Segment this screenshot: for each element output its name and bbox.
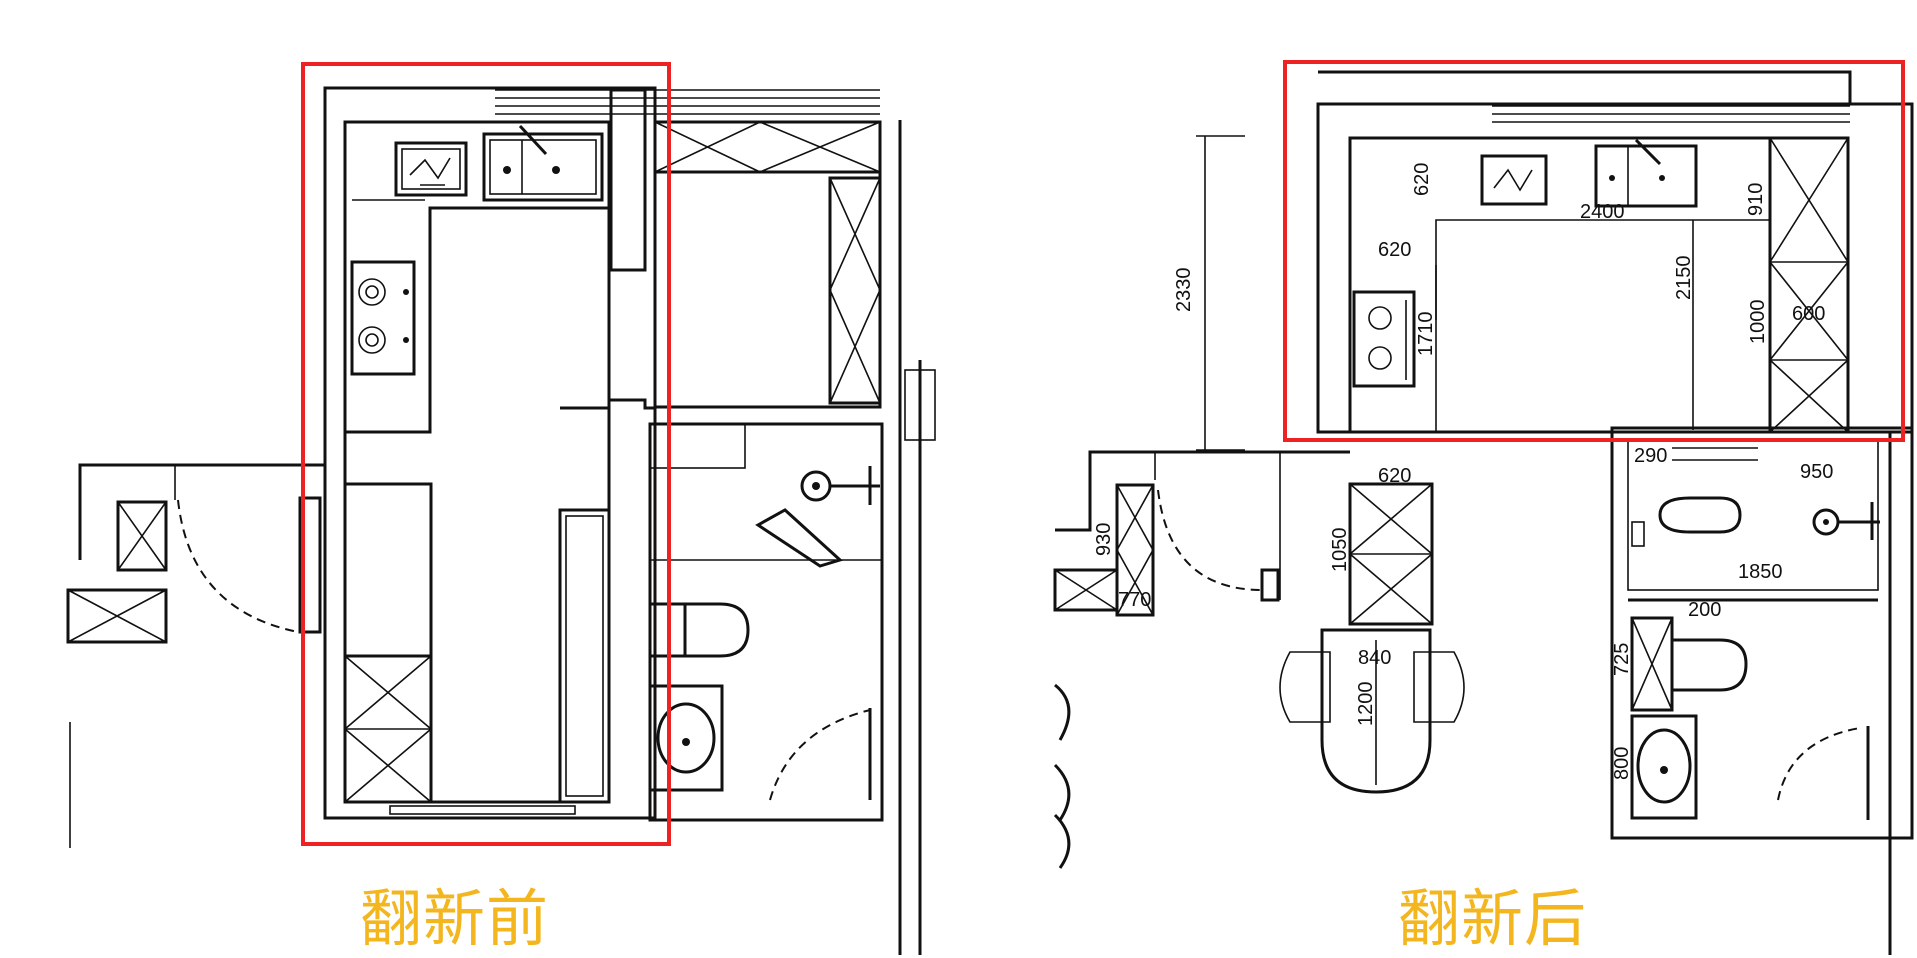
plan-after: 2330 620 620 620 2400 910 2150 1710 1000… (1053, 60, 1914, 955)
highlight-box-after (1283, 60, 1905, 442)
caption-before: 翻新前 (360, 882, 550, 955)
kitchen-inner-wall (343, 120, 611, 804)
dim-200: 200 (1688, 599, 1721, 621)
shower-icon (755, 466, 880, 568)
dim-290: 290 (1634, 445, 1667, 467)
dim-1000: 1000 (1747, 300, 1769, 345)
bathroom-after (1610, 426, 1914, 840)
dim-800: 800 (1611, 747, 1633, 780)
highlight-box-before (301, 62, 671, 846)
right-x-cabinets-after (1768, 136, 1850, 434)
dim-600: 600 (1792, 303, 1825, 325)
entry-door-swing-after (1157, 489, 1263, 591)
top-window-after (1492, 105, 1850, 123)
kitchen-outer-after (1316, 102, 1914, 434)
dim-2150: 2150 (1673, 256, 1695, 301)
kitchen-outer-wall (323, 86, 657, 820)
plan-before (66, 62, 936, 955)
shower-icon-after (1812, 502, 1880, 540)
dim-2330: 2330 (1173, 268, 1195, 313)
double-sink-icon-after (1594, 138, 1698, 208)
entry-door-swing (177, 499, 299, 633)
bath-door-swing-after (1777, 727, 1861, 801)
sliding-door (389, 805, 576, 815)
dim-770: 770 (1118, 589, 1151, 611)
sofa-arcs (1053, 683, 1071, 869)
top-window (495, 89, 880, 115)
top-dim-line (1318, 70, 1852, 104)
dining-table (1279, 628, 1465, 794)
stove-icon (350, 260, 416, 376)
squat-toilet-icon (1631, 496, 1742, 547)
dim-1200: 1200 (1355, 682, 1377, 727)
dim-910: 910 (1745, 183, 1767, 216)
dim-620-top: 620 (1411, 163, 1433, 196)
bath-door-swing (769, 709, 871, 801)
dim-1850: 1850 (1738, 561, 1783, 583)
dim-840: 840 (1358, 647, 1391, 669)
dim-930: 930 (1093, 523, 1115, 556)
right-room (653, 120, 882, 409)
entry-cabinet (66, 588, 168, 644)
dim-1050: 1050 (1329, 528, 1351, 573)
toilet-icon-after (1630, 616, 1748, 712)
lower-x-cabinets (343, 654, 433, 804)
entry-cabinet-after (1053, 568, 1119, 612)
dim-2400: 2400 (1580, 201, 1625, 223)
sink-icon-after (1480, 154, 1548, 206)
pillar (609, 88, 647, 272)
washbasin-icon (648, 684, 724, 792)
dim-950: 950 (1800, 461, 1833, 483)
double-sink-icon (482, 124, 604, 202)
shoe-cabinet (116, 500, 168, 572)
entry-wall-after (1055, 450, 1350, 532)
dim-620-mid: 620 (1378, 239, 1411, 261)
entry-wall (78, 463, 325, 560)
washbasin-icon-after (1630, 714, 1698, 820)
stove-icon-after (1352, 290, 1416, 388)
dim-725: 725 (1611, 643, 1633, 676)
dim-620-low: 620 (1378, 465, 1411, 487)
right-tall-cabinet (558, 508, 611, 804)
island-cabinet (1348, 482, 1434, 626)
side-x-cabinets (828, 176, 882, 405)
caption-after: 翻新后 (1398, 882, 1588, 955)
sink-icon (394, 141, 468, 197)
tall-cabinet (343, 482, 433, 658)
top-x-cabinets (653, 120, 882, 174)
l-counter (345, 120, 611, 434)
dim-1710: 1710 (1415, 312, 1437, 357)
toilet-icon (648, 602, 750, 658)
